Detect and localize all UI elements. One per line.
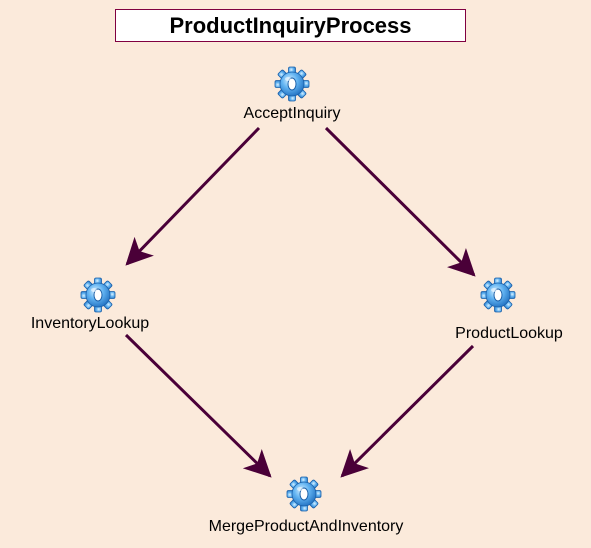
gear-icon[interactable]	[480, 277, 516, 313]
edge-accept-to-product	[324, 126, 476, 277]
diagram-title-box: ProductInquiryProcess	[115, 9, 466, 42]
node-label-inventory-lookup[interactable]: InventoryLookup	[30, 315, 150, 332]
node-label-product-lookup[interactable]: ProductLookup	[455, 325, 563, 342]
node-label-accept-inquiry[interactable]: AcceptInquiry	[243, 105, 341, 122]
node-label-merge-product-and-inventory[interactable]: MergeProductAndInventory	[208, 518, 404, 535]
edge-inventory-to-merge	[124, 333, 272, 478]
edge-accept-to-inventory	[125, 126, 261, 266]
edge-product-to-merge	[340, 344, 475, 478]
diagram-title: ProductInquiryProcess	[169, 12, 412, 38]
gear-icon[interactable]	[286, 476, 322, 512]
gear-icon[interactable]	[80, 277, 116, 313]
gear-icon[interactable]	[274, 66, 310, 102]
